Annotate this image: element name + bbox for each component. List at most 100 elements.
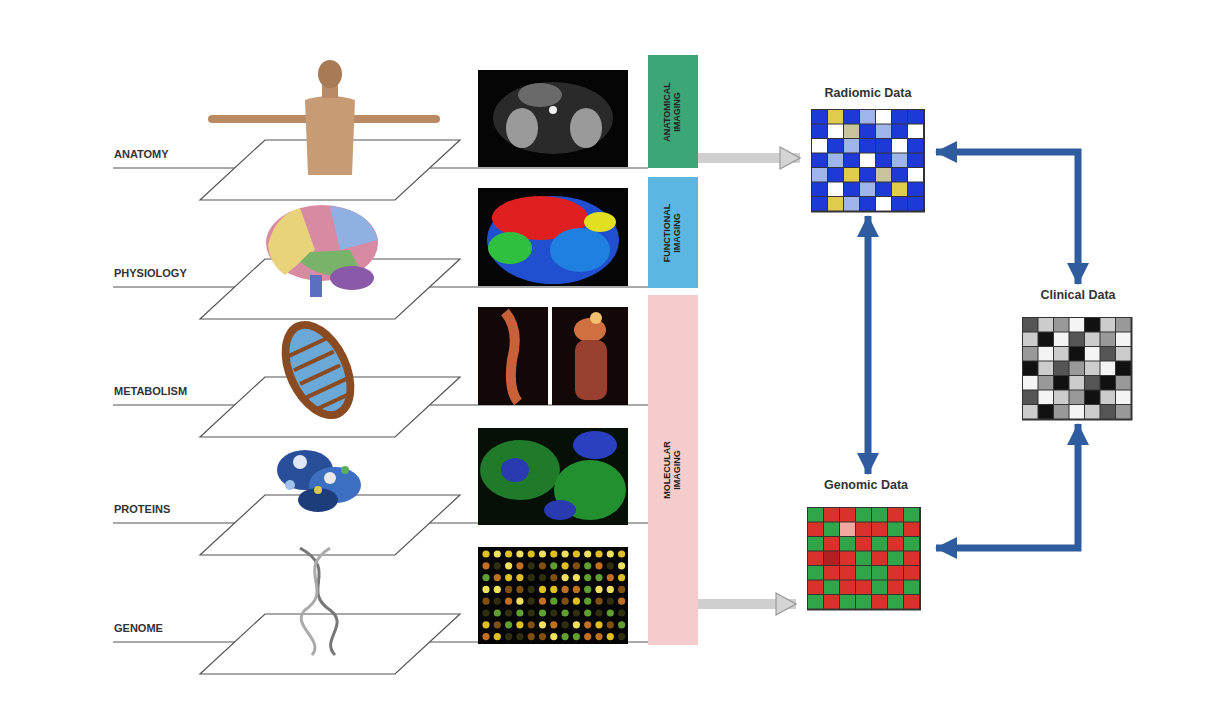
matrix-cell: [1085, 333, 1100, 347]
matrix-cell: [824, 581, 839, 595]
matrix-cell: [808, 508, 823, 522]
matrix-cell: [872, 566, 887, 580]
matrix-cell: [828, 139, 843, 153]
matrix-cell: [1101, 333, 1116, 347]
band-label: FUNCTIONAL IMAGING: [663, 184, 683, 282]
matrix-cell: [908, 154, 923, 168]
layer-label: PHYSIOLOGY: [113, 267, 188, 279]
matrix-cell: [876, 197, 891, 211]
layer-label: PROTEINS: [113, 503, 171, 515]
matrix-cell: [1039, 376, 1054, 390]
matrix-cell: [876, 183, 891, 197]
mitochondrion: [267, 309, 369, 430]
genomic-matrix: [807, 507, 921, 611]
matrix-cell: [812, 197, 827, 211]
matrix-cell: [876, 139, 891, 153]
data-matrix: Radiomic Data: [800, 82, 936, 216]
matrix-cell: [1070, 333, 1085, 347]
matrix-title: Radiomic Data: [800, 86, 936, 100]
link-arrow: [936, 152, 1078, 284]
matrix-cell: [808, 566, 823, 580]
matrix-cell: [904, 581, 919, 595]
protein: [277, 450, 361, 512]
matrix-cell: [812, 139, 827, 153]
matrix-cell: [840, 581, 855, 595]
matrix-cell: [1116, 347, 1131, 361]
matrix-cell: [1101, 391, 1116, 405]
matrix-cell: [860, 139, 875, 153]
matrix-cell: [888, 537, 903, 551]
matrix-cell: [1039, 318, 1054, 332]
matrix-cell: [844, 125, 859, 139]
matrix-cell: [908, 125, 923, 139]
matrix-cell: [824, 537, 839, 551]
matrix-cell: [1085, 362, 1100, 376]
matrix-cell: [860, 110, 875, 124]
matrix-cell: [824, 508, 839, 522]
data-matrix: Clinical Data: [1008, 284, 1148, 424]
matrix-cell: [856, 581, 871, 595]
band-label: ANATOMICAL IMAGING: [663, 62, 683, 162]
matrix-cell: [1070, 405, 1085, 419]
matrix-cell: [824, 552, 839, 566]
matrix-cell: [1023, 333, 1038, 347]
matrix-cell: [1054, 376, 1069, 390]
matrix-cell: [1054, 318, 1069, 332]
matrix-cell: [1039, 333, 1054, 347]
matrix-cell: [892, 183, 907, 197]
matrix-cell: [872, 581, 887, 595]
matrix-cell: [1070, 376, 1085, 390]
matrix-cell: [840, 595, 855, 609]
matrix-cell: [824, 523, 839, 537]
matrix-cell: [892, 154, 907, 168]
flow-arrow: [698, 599, 796, 609]
matrix-cell: [1054, 405, 1069, 419]
matrix-cell: [840, 537, 855, 551]
matrix-cell: [1023, 318, 1038, 332]
matrix-cell: [856, 523, 871, 537]
matrix-cell: [856, 508, 871, 522]
matrix-cell: [844, 139, 859, 153]
matrix-cell: [1116, 391, 1131, 405]
matrix-cell: [1085, 391, 1100, 405]
matrix-cell: [872, 523, 887, 537]
matrix-cell: [1101, 347, 1116, 361]
matrix-cell: [908, 197, 923, 211]
matrix-cell: [808, 523, 823, 537]
matrix-cell: [904, 508, 919, 522]
matrix-cell: [812, 110, 827, 124]
matrix-cell: [1070, 347, 1085, 361]
matrix-cell: [1116, 405, 1131, 419]
microarray-dots: [482, 550, 625, 640]
matrix-cell: [808, 537, 823, 551]
link-arrow: [936, 424, 1078, 548]
matrix-cell: [808, 595, 823, 609]
matrix-cell: [1054, 362, 1069, 376]
layer-label: GENOME: [113, 622, 164, 634]
matrix-cell: [1070, 318, 1085, 332]
matrix-cell: [844, 110, 859, 124]
matrix-cell: [876, 168, 891, 182]
matrix-cell: [904, 566, 919, 580]
matrix-cell: [876, 125, 891, 139]
matrix-cell: [828, 183, 843, 197]
matrix-cell: [812, 183, 827, 197]
matrix-cell: [828, 110, 843, 124]
matrix-cell: [888, 581, 903, 595]
matrix-cell: [1023, 362, 1038, 376]
matrix-cell: [892, 125, 907, 139]
microarray: [478, 547, 628, 644]
matrix-cell: [1039, 391, 1054, 405]
matrix-cell: [844, 183, 859, 197]
mri-image: [478, 70, 628, 167]
matrix-cell: [904, 523, 919, 537]
matrix-cell: [892, 139, 907, 153]
matrix-cell: [908, 110, 923, 124]
matrix-cell: [1085, 318, 1100, 332]
matrix-cell: [904, 552, 919, 566]
matrix-cell: [872, 552, 887, 566]
imaging-band: ANATOMICAL IMAGING: [648, 55, 698, 168]
data-matrix: Genomic Data: [796, 474, 936, 614]
